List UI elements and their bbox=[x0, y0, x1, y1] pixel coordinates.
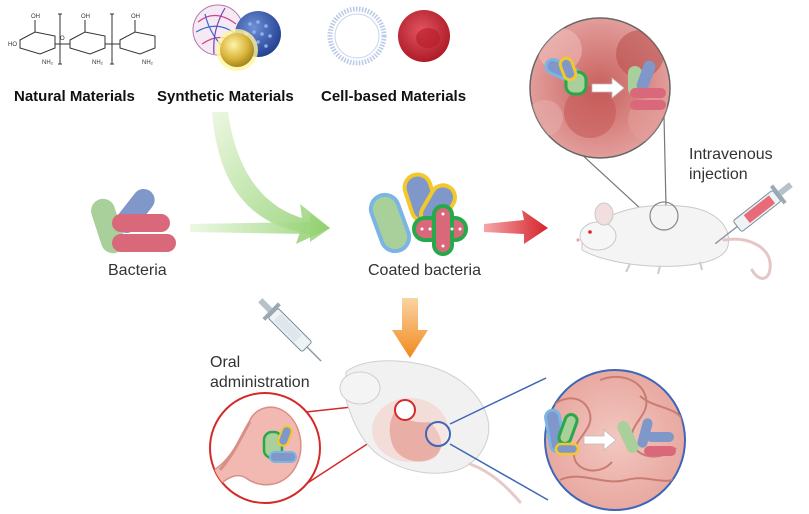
nh2-label: NH₂ bbox=[142, 60, 154, 66]
tumor-callout bbox=[529, 17, 671, 211]
bacteria-label: Bacteria bbox=[108, 262, 167, 279]
injection-label: injection bbox=[689, 166, 748, 183]
synthetic-nanoparticles bbox=[192, 4, 281, 71]
mouse-iv bbox=[576, 201, 772, 280]
oral-label: Oral bbox=[210, 354, 241, 371]
intravenous-label: Intravenous bbox=[689, 146, 773, 163]
natural-material-structure: OH OH OH HO NH₂ NH₂ NH₂ O bbox=[8, 13, 156, 66]
stomach-callout bbox=[209, 392, 405, 504]
ho-label: HO bbox=[8, 42, 17, 48]
iv-syringe bbox=[714, 182, 793, 245]
o-label: O bbox=[60, 36, 65, 42]
mouse-oral bbox=[339, 360, 522, 504]
administration-label: administration bbox=[210, 374, 310, 391]
bacteria-cluster bbox=[91, 188, 176, 254]
orange-arrow bbox=[392, 298, 428, 358]
nh2-label: NH₂ bbox=[42, 60, 54, 66]
oh-label: OH bbox=[131, 14, 140, 20]
oh-label: OH bbox=[31, 14, 40, 20]
green-horizontal-arrow bbox=[190, 214, 330, 242]
oh-label: OH bbox=[81, 14, 90, 20]
natural-materials-label: Natural Materials bbox=[14, 88, 135, 105]
cell-vesicle bbox=[327, 6, 387, 66]
coated-bacteria-label: Coated bacteria bbox=[368, 262, 481, 279]
oral-syringe bbox=[258, 298, 322, 362]
coated-bacteria-cluster bbox=[368, 172, 468, 256]
red-blood-cell bbox=[398, 10, 450, 62]
synthetic-materials-label: Synthetic Materials bbox=[157, 88, 294, 105]
intestine-callout bbox=[449, 369, 686, 511]
cell-based-materials-label: Cell-based Materials bbox=[321, 88, 467, 105]
nh2-label: NH₂ bbox=[92, 60, 104, 66]
red-arrow bbox=[484, 210, 548, 244]
